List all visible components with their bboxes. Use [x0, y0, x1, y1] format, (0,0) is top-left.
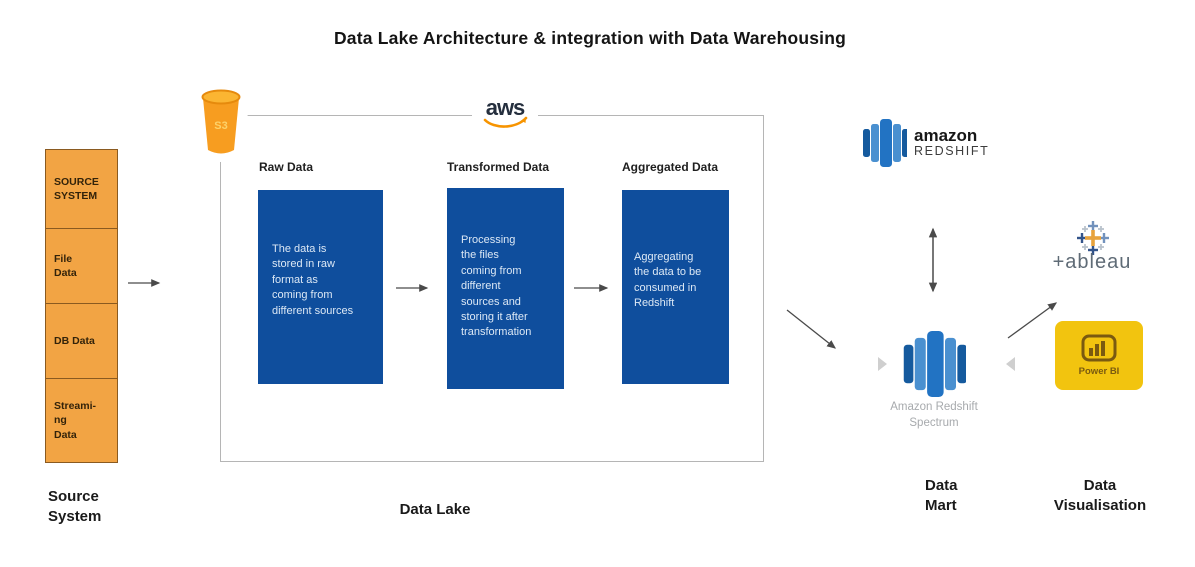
aws-logo: aws: [472, 92, 538, 138]
tableau-wordmark: +ableau: [1052, 251, 1132, 273]
powerbi-tile: Power BI: [1055, 321, 1143, 390]
stage-box-transformed-data: Processing the files coming from differe…: [447, 188, 564, 389]
caption-data-visualisation: Data Visualisation: [1053, 477, 1147, 514]
stage-body-raw-data: The data is stored in raw format as comi…: [272, 243, 354, 317]
aws-logo-text: aws: [486, 95, 525, 120]
amazon-redshift-logo: amazon REDSHIFT: [863, 119, 989, 167]
caption-source-system: Source System: [48, 488, 102, 525]
redshift-spectrum-icon: [903, 331, 966, 397]
source-box-db-data: DB Data: [46, 304, 117, 379]
redshift-database-icon: [863, 119, 907, 167]
powerbi-chart-icon: [1081, 334, 1117, 362]
source-system-stack: SOURCE SYSTEM File Data DB Data Streami-…: [45, 149, 118, 463]
stage-header-raw-data: Raw Data: [259, 160, 314, 174]
stage-box-raw-data: The data is stored in raw format as comi…: [258, 190, 383, 384]
tableau-sparkle-icon: [1077, 221, 1109, 255]
redshift-brand-text: amazon: [914, 126, 978, 146]
redshift-product-text: REDSHIFT: [914, 144, 990, 159]
source-box-source-system: SOURCE SYSTEM: [46, 150, 117, 229]
caption-data-lake: Data Lake: [399, 501, 471, 518]
s3-bucket-label: S3: [214, 120, 227, 132]
stage-header-aggregated-data: Aggregated Data: [622, 160, 719, 174]
source-box-streaming-data: Streami- ng Data: [46, 379, 117, 462]
arrow-spectrum-to-tableau: [1007, 302, 1058, 339]
arrow-lake-to-spectrum: [786, 309, 837, 349]
aws-smile-tip: [521, 118, 526, 123]
stage-box-aggregated-data: Aggregating the data to be consumed in R…: [622, 190, 729, 384]
diagram-title: Data Lake Architecture & integration wit…: [333, 28, 847, 48]
spectrum-left-arrowhead-icon: [878, 357, 887, 371]
source-box-file-data: File Data: [46, 229, 117, 304]
caption-data-mart: Data Mart: [925, 477, 958, 514]
spectrum-right-arrowhead-icon: [1006, 357, 1015, 371]
powerbi-label: Power BI: [1078, 366, 1120, 377]
stage-body-transformed-data: Processing the files coming from differe…: [461, 234, 532, 339]
spectrum-label: Amazon Redshift Spectrum: [890, 401, 978, 430]
s3-bucket-icon: S3: [194, 84, 248, 162]
stage-header-transformed-data: Transformed Data: [447, 160, 550, 174]
stage-body-aggregated-data: Aggregating the data to be consumed in R…: [634, 251, 702, 310]
